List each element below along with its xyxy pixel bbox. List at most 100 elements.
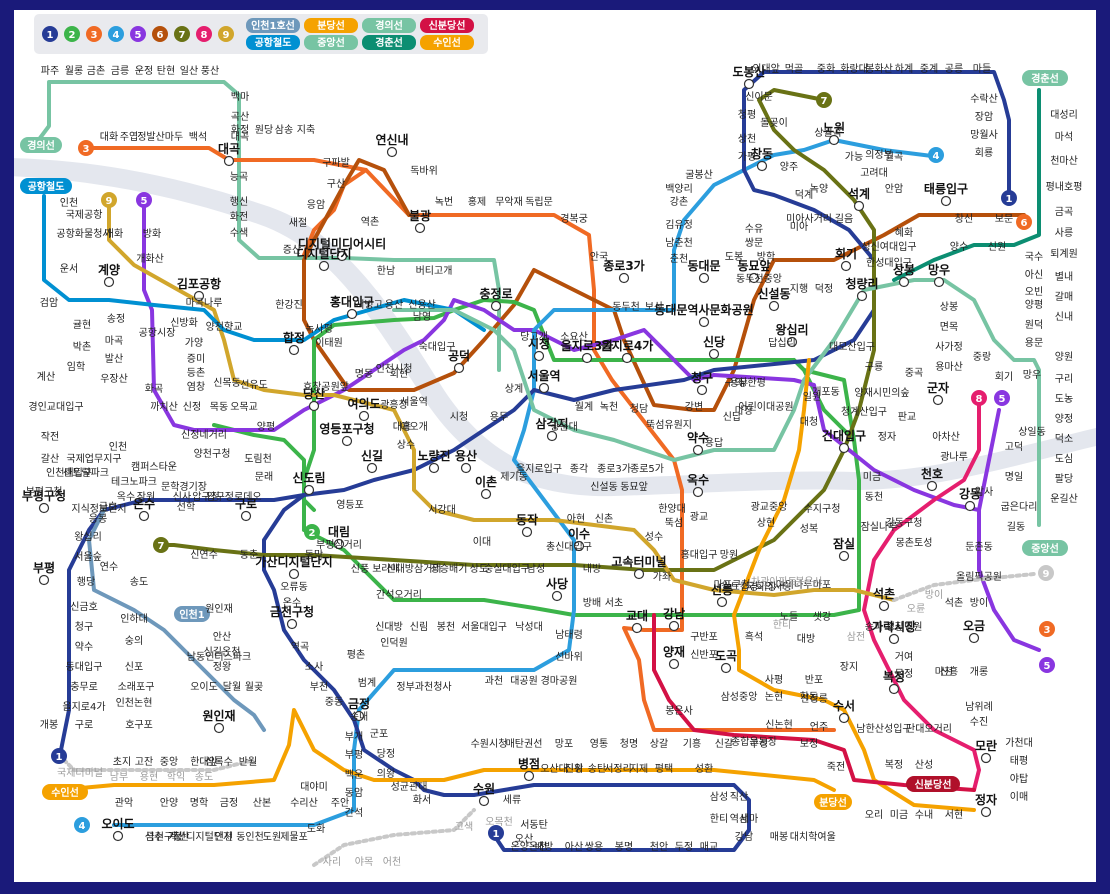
transfer-marker[interactable] bbox=[358, 410, 370, 422]
station-label[interactable]: 강동구청 bbox=[886, 517, 923, 529]
station-label[interactable]: 죽전 bbox=[827, 761, 845, 773]
transfer-station-label[interactable]: 고속터미널 bbox=[611, 554, 666, 569]
station-label[interactable]: 양정 bbox=[1055, 413, 1073, 425]
station-label[interactable]: 독바위 bbox=[410, 164, 438, 177]
station-label[interactable]: 산본 bbox=[253, 797, 271, 809]
transfer-marker[interactable] bbox=[341, 435, 353, 447]
station-label[interactable]: 마곡 bbox=[105, 335, 123, 347]
station-label[interactable]: 서초 bbox=[605, 597, 623, 609]
station-label[interactable]: 용두 bbox=[490, 411, 508, 423]
station-label[interactable]: 흑석 bbox=[745, 630, 763, 643]
transfer-station-label[interactable]: 회기 bbox=[835, 246, 857, 261]
transfer-station-label[interactable]: 여의도 bbox=[347, 396, 380, 411]
station-label[interactable]: 개포동 bbox=[812, 386, 840, 398]
station-label[interactable]: 문정 bbox=[895, 668, 913, 680]
transfer-marker[interactable] bbox=[551, 590, 563, 602]
station-label[interactable]: 김유정 bbox=[665, 219, 693, 231]
station-label[interactable]: 우장산 bbox=[100, 373, 128, 385]
station-label[interactable]: 동춘 bbox=[240, 549, 258, 561]
station-label[interactable]: 매탄권선 bbox=[506, 738, 543, 750]
station-label[interactable]: 신길온천 bbox=[204, 645, 241, 658]
station-label[interactable]: 금곡 bbox=[1055, 206, 1073, 218]
station-label[interactable]: 석수 bbox=[145, 831, 163, 843]
station-label[interactable]: 삼성중앙 bbox=[721, 691, 758, 703]
station-label[interactable]: 대화 bbox=[100, 131, 118, 143]
transfer-marker[interactable] bbox=[668, 658, 680, 670]
station-label[interactable]: 도농 bbox=[1055, 393, 1073, 405]
transfer-station-label[interactable]: 수서 bbox=[833, 698, 855, 713]
station-label[interactable]: 경찰병원 bbox=[886, 620, 923, 633]
station-label[interactable]: 인천대입구 bbox=[46, 466, 92, 479]
station-label[interactable]: 행신 bbox=[230, 196, 248, 208]
station-label[interactable]: 서울대입구 bbox=[461, 620, 507, 633]
station-label[interactable]: 광흥창 bbox=[380, 398, 408, 411]
transfer-marker[interactable] bbox=[223, 155, 235, 167]
station-label[interactable]: 갈매 bbox=[1055, 290, 1073, 303]
transfer-marker[interactable] bbox=[618, 272, 630, 284]
station-label[interactable]: 지축 bbox=[297, 124, 315, 136]
station-label[interactable]: 봉천 bbox=[437, 621, 455, 633]
station-label[interactable]: 녹양 bbox=[810, 183, 828, 195]
station-label[interactable]: 장한평 bbox=[738, 377, 766, 389]
station-label[interactable]: 중동 bbox=[325, 696, 343, 708]
station-label[interactable]: 구의 bbox=[725, 377, 743, 389]
station-label[interactable]: 어린이대공원 bbox=[738, 401, 793, 413]
transfer-marker[interactable] bbox=[303, 484, 315, 496]
station-label[interactable]: 종로5가 bbox=[630, 463, 664, 475]
transfer-station-label[interactable]: 이수 bbox=[568, 526, 590, 541]
station-label[interactable]: 용두 bbox=[730, 377, 748, 389]
station-label[interactable]: 고잔 bbox=[135, 756, 153, 768]
station-label[interactable]: 인천 bbox=[109, 441, 127, 453]
station-label[interactable]: 구성 bbox=[750, 738, 768, 750]
transfer-station-label[interactable]: 신길 bbox=[361, 448, 383, 463]
station-label[interactable]: 임학 bbox=[67, 360, 85, 373]
transfer-station-label[interactable]: 영등포구청 bbox=[319, 421, 374, 436]
station-label[interactable]: 구룡 bbox=[865, 361, 883, 373]
station-label[interactable]: 뚝섬유원지 bbox=[646, 419, 692, 431]
transfer-station-label[interactable]: 디지털미디어시티 bbox=[298, 236, 386, 251]
station-label[interactable]: 개화 bbox=[105, 228, 123, 240]
station-label[interactable]: 직산 bbox=[730, 791, 748, 803]
station-label[interactable]: 신목동 bbox=[213, 377, 241, 389]
station-label[interactable]: 서동탄 bbox=[520, 819, 548, 831]
transfer-station-label[interactable]: 창동 bbox=[751, 146, 773, 161]
station-label[interactable]: 서강대 bbox=[428, 504, 456, 516]
station-label[interactable]: 금촌 bbox=[87, 65, 105, 77]
station-label[interactable]: 평내호평 bbox=[1046, 181, 1083, 193]
station-label[interactable]: 국제공항 bbox=[66, 209, 103, 221]
station-label[interactable]: 아산 bbox=[565, 841, 583, 853]
transfer-station-label[interactable]: 용산 bbox=[455, 448, 477, 463]
station-label[interactable]: 신대방삼거리 bbox=[386, 563, 441, 575]
station-label[interactable]: 둔촌동 bbox=[965, 541, 993, 553]
station-label[interactable]: 당고개 bbox=[520, 331, 548, 343]
station-label[interactable]: 회현 bbox=[390, 368, 408, 380]
transfer-marker[interactable] bbox=[940, 195, 952, 207]
station-label[interactable]: 망원 bbox=[720, 549, 738, 561]
station-label[interactable]: 명학 bbox=[190, 797, 208, 809]
station-label[interactable]: 신대방 bbox=[375, 621, 403, 633]
station-label[interactable]: 대야미 bbox=[300, 781, 328, 793]
station-label[interactable]: 굽은다리 bbox=[1001, 501, 1038, 513]
station-label[interactable]: 종각 bbox=[570, 463, 588, 475]
station-label[interactable]: 개롱 bbox=[970, 666, 988, 678]
station-label[interactable]: 구산 bbox=[327, 178, 345, 190]
station-label[interactable]: 대치 bbox=[790, 831, 808, 843]
transfer-station-label[interactable]: 김포공항 bbox=[177, 276, 221, 291]
transfer-marker[interactable] bbox=[490, 300, 502, 312]
transfer-station-label[interactable]: 가산디지털단지 bbox=[255, 554, 332, 569]
station-label[interactable]: 동막 bbox=[305, 549, 323, 561]
station-label[interactable]: 운길산 bbox=[1050, 492, 1078, 505]
station-label[interactable]: 양천향교 bbox=[206, 321, 243, 333]
transfer-station-label[interactable]: 온수 bbox=[133, 496, 155, 511]
transfer-station-label[interactable]: 도곡 bbox=[715, 649, 737, 663]
transfer-marker[interactable] bbox=[840, 260, 852, 272]
station-label[interactable]: 신림 bbox=[410, 621, 428, 633]
station-label[interactable]: 신흥 bbox=[940, 665, 958, 678]
transfer-station-label[interactable]: 동작 bbox=[516, 512, 538, 527]
station-label[interactable]: 덕계 bbox=[795, 189, 813, 201]
station-label[interactable]: 신풍 bbox=[351, 563, 369, 575]
station-label[interactable]: 상갈 bbox=[650, 737, 668, 750]
transfer-marker[interactable] bbox=[523, 770, 535, 782]
station-label[interactable]: 구파발 bbox=[322, 157, 350, 169]
station-label[interactable]: 기흥 bbox=[683, 737, 701, 750]
